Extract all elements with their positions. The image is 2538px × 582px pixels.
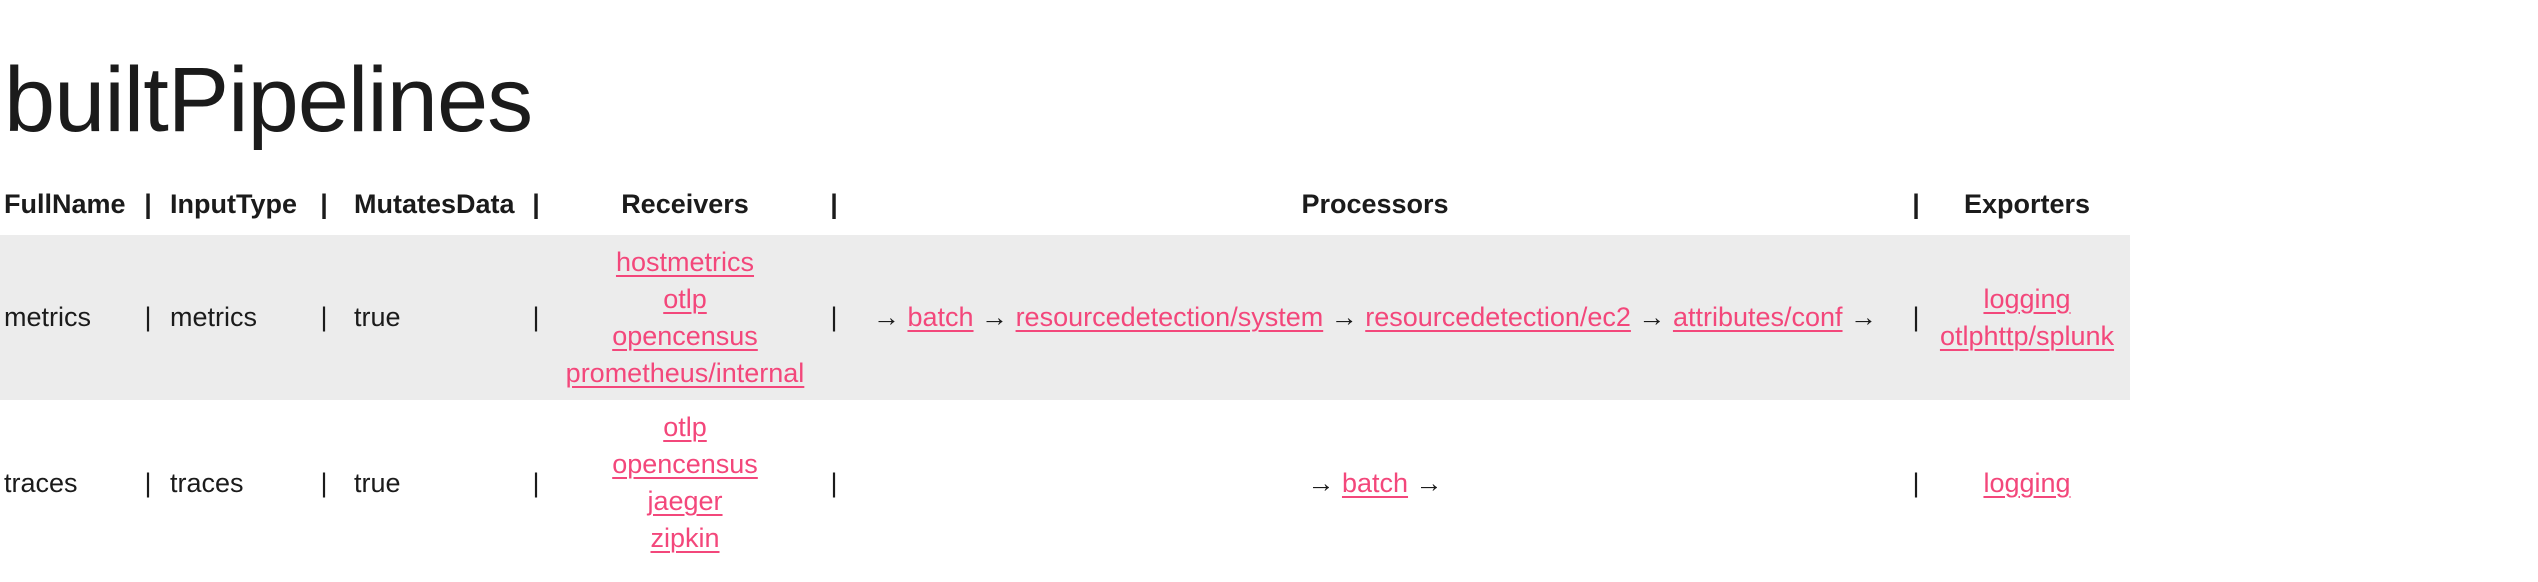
flow-arrow: →: [1415, 467, 1443, 498]
processor-link[interactable]: resourcedetection/ec2: [1365, 302, 1631, 332]
column-separator: |: [1912, 302, 1920, 332]
receiver-link[interactable]: prometheus/internal: [565, 357, 805, 388]
column-separator: |: [830, 467, 838, 498]
cell-processors: → batch → resourcedetection/system → res…: [842, 302, 1908, 333]
column-separator: |: [144, 302, 152, 332]
column-separator: |: [144, 467, 152, 498]
processor-link[interactable]: resourcedetection/system: [1015, 302, 1324, 332]
cell-fullname: traces: [4, 467, 78, 498]
receiver-link[interactable]: jaeger: [647, 486, 723, 516]
processor-link[interactable]: attributes/conf: [1672, 302, 1843, 332]
column-separator: |: [532, 188, 540, 219]
flow-arrow: →: [1850, 302, 1878, 332]
cell-exporters: logging otlphttp/splunk: [1924, 281, 2130, 355]
header-receivers: Receivers: [621, 188, 749, 219]
header-mutatesdata: MutatesData: [354, 188, 515, 219]
table-header-row: FullName | InputType | MutatesData | Rec…: [0, 186, 2130, 222]
cell-fullname: metrics: [4, 302, 91, 332]
exporter-link[interactable]: logging: [1983, 467, 2071, 498]
receiver-link[interactable]: otlp: [663, 412, 707, 442]
column-separator: |: [320, 302, 328, 332]
exporter-link[interactable]: logging: [1983, 283, 2071, 314]
page-title: builtPipelines: [4, 49, 533, 151]
cell-receivers: hostmetrics otlp opencensus prometheus/i…: [544, 244, 826, 392]
cell-inputtype: traces: [170, 467, 244, 498]
cell-processors: → batch →: [842, 468, 1908, 499]
column-separator: |: [830, 188, 838, 219]
exporter-link[interactable]: otlphttp/splunk: [1939, 320, 2115, 351]
receiver-link[interactable]: opencensus: [612, 320, 758, 351]
cell-mutatesdata: true: [354, 302, 401, 332]
pipeline-row-metrics: metrics | metrics | true | hostmetrics o…: [0, 235, 2130, 400]
column-separator: |: [532, 467, 540, 498]
cell-exporters: logging: [1924, 465, 2130, 502]
flow-arrow: →: [1330, 302, 1358, 332]
processor-link[interactable]: batch: [907, 302, 974, 332]
receiver-link[interactable]: zipkin: [650, 523, 720, 553]
header-processors: Processors: [1301, 188, 1449, 219]
receiver-link[interactable]: opencensus: [612, 449, 758, 479]
header-inputtype: InputType: [170, 188, 297, 219]
cell-mutatesdata: true: [354, 467, 401, 498]
flow-arrow: →: [981, 302, 1009, 332]
column-separator: |: [320, 188, 328, 219]
flow-arrow: →: [1307, 467, 1335, 498]
receiver-link[interactable]: otlp: [663, 283, 707, 314]
column-separator: |: [1912, 188, 1920, 219]
column-separator: |: [830, 302, 838, 332]
flow-arrow: →: [1638, 302, 1666, 332]
header-exporters: Exporters: [1963, 188, 2091, 219]
receiver-link[interactable]: hostmetrics: [615, 246, 755, 277]
cell-receivers: otlp opencensus jaeger zipkin: [544, 409, 826, 557]
column-separator: |: [1912, 467, 1920, 498]
header-fullname: FullName: [4, 188, 126, 219]
flow-arrow: →: [872, 302, 900, 332]
pipeline-row-traces: traces | traces | true | otlp opencensus…: [0, 400, 2130, 566]
column-separator: |: [320, 467, 328, 498]
cell-inputtype: metrics: [170, 302, 257, 332]
processor-link[interactable]: batch: [1341, 467, 1409, 498]
column-separator: |: [532, 302, 540, 332]
column-separator: |: [144, 188, 152, 219]
pipelines-table: FullName | InputType | MutatesData | Rec…: [0, 186, 2130, 566]
